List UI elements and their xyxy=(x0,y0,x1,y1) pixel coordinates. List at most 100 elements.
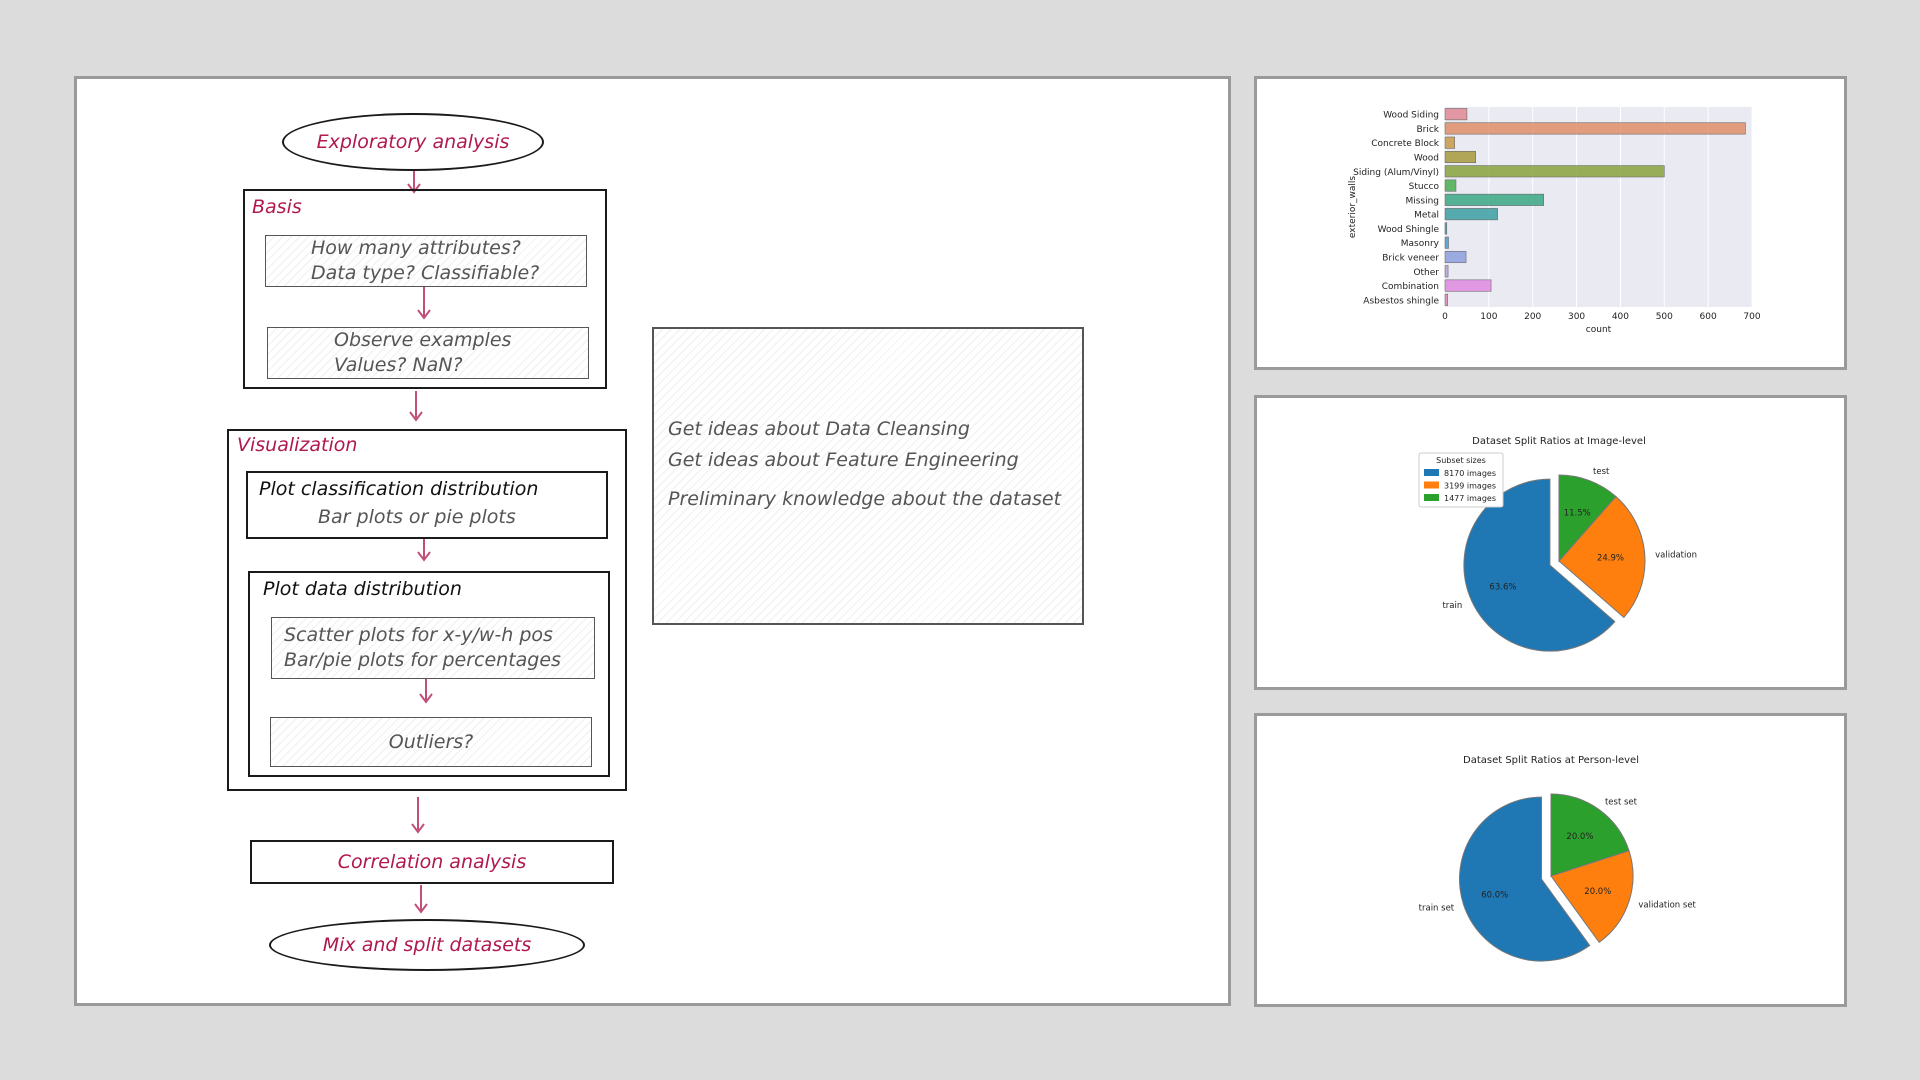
slice-label: test xyxy=(1593,467,1610,477)
start-label: Exploratory analysis xyxy=(316,131,510,153)
legend-swatch xyxy=(1424,469,1439,476)
basis-step1-line2: Data type? Classifiable? xyxy=(311,262,540,284)
basis-step-examples: Observe examples Values? NaN? xyxy=(267,327,589,379)
bar xyxy=(1444,136,1455,149)
y-tick-label: Concrete Block xyxy=(1371,139,1440,149)
visualization-group: Visualization Plot classification distri… xyxy=(227,429,627,791)
y-tick-label: Metal xyxy=(1414,211,1439,221)
pie-slice xyxy=(1463,478,1616,652)
end-label: Mix and split datasets xyxy=(322,934,532,956)
y-tick-label: Siding (Alum/Vinyl) xyxy=(1353,168,1439,178)
slice-percent-label: 11.5% xyxy=(1564,509,1591,519)
notes-line-2: Get ideas about Feature Engineering xyxy=(668,449,1019,471)
pie-slice xyxy=(1558,495,1646,619)
bar xyxy=(1444,122,1746,135)
x-tick-label: 200 xyxy=(1524,312,1541,322)
basis-step2-line1: Observe examples xyxy=(334,329,512,351)
bar xyxy=(1444,279,1492,292)
legend-swatch xyxy=(1424,481,1439,489)
y-tick-label: Masonry xyxy=(1401,239,1440,249)
visualization-title: Visualization xyxy=(237,434,358,456)
bar xyxy=(1444,179,1457,192)
x-tick-label: 0 xyxy=(1442,312,1448,322)
y-tick-label: Wood Shingle xyxy=(1378,225,1440,235)
slice-percent-label: 60.0% xyxy=(1481,890,1508,900)
person-level-pie-panel: Dataset Split Ratios at Person-level 60.0… xyxy=(1254,713,1847,1007)
basis-group: Basis How many attributes? Data type? Cl… xyxy=(243,189,607,389)
pie-slice xyxy=(1458,796,1591,962)
y-tick-label: Missing xyxy=(1405,196,1439,206)
basis-step2-line2: Values? NaN? xyxy=(334,354,463,376)
arrow-icon xyxy=(407,171,421,194)
y-tick-label: Asbestos shingle xyxy=(1363,296,1439,306)
arrow-icon xyxy=(411,797,425,834)
pie-slice xyxy=(1550,793,1630,877)
bar xyxy=(1444,293,1448,306)
end-node: Mix and split datasets xyxy=(269,919,585,971)
x-tick-label: 500 xyxy=(1656,312,1673,322)
slice-percent-label: 24.9% xyxy=(1597,554,1624,564)
classification-distribution-sub: Bar plots or pie plots xyxy=(318,506,516,528)
correlation-analysis-box: Correlation analysis xyxy=(250,840,614,884)
y-tick-label: Wood xyxy=(1414,154,1439,164)
slice-label: validation xyxy=(1655,551,1697,561)
classification-distribution-box: Plot classification distribution Bar plo… xyxy=(246,471,608,539)
y-axis-label: exterior_walls xyxy=(1348,176,1358,239)
arrow-icon xyxy=(409,391,423,422)
notes-line-1: Get ideas about Data Cleansing xyxy=(668,418,970,440)
bar xyxy=(1444,236,1449,249)
slice-label: train xyxy=(1442,601,1462,611)
bar xyxy=(1444,222,1448,235)
y-tick-label: Brick xyxy=(1416,125,1439,135)
bar xyxy=(1444,165,1665,178)
flowchart-panel: Exploratory analysis Basis How many attr… xyxy=(74,76,1231,1006)
classification-distribution-title: Plot classification distribution xyxy=(259,478,539,500)
arrow-icon xyxy=(419,679,433,704)
x-axis-label: count xyxy=(1586,325,1612,335)
outliers-box: Outliers? xyxy=(270,717,592,767)
basis-title: Basis xyxy=(252,196,302,218)
x-tick-label: 600 xyxy=(1700,312,1717,322)
legend-entry: 1477 images xyxy=(1444,494,1496,503)
y-tick-label: Stucco xyxy=(1409,182,1440,192)
bar xyxy=(1444,108,1468,121)
data-distribution-line1: Scatter plots for x-y/w-h pos xyxy=(284,624,553,646)
notes-box: Get ideas about Data Cleansing Get ideas… xyxy=(652,327,1084,625)
correlation-analysis-label: Correlation analysis xyxy=(337,851,527,873)
data-distribution-box: Plot data distribution Scatter plots for… xyxy=(248,571,610,777)
bar xyxy=(1444,250,1467,264)
y-tick-label: Other xyxy=(1413,268,1439,278)
chart-title: Dataset Split Ratios at Person-level xyxy=(1463,755,1639,766)
notes-line-3: Preliminary knowledge about the dataset xyxy=(668,488,1062,510)
data-distribution-line2: Bar/pie plots for percentages xyxy=(284,649,561,671)
basis-step1-line1: How many attributes? xyxy=(311,237,521,259)
person-level-pie-chart: Dataset Split Ratios at Person-level 60.0… xyxy=(1419,755,1697,962)
chart-title: Dataset Split Ratios at Image-level xyxy=(1472,436,1646,447)
legend-box xyxy=(1418,452,1504,508)
y-tick-label: Wood Siding xyxy=(1383,111,1439,121)
slice-label: test set xyxy=(1605,798,1638,808)
pie-slice xyxy=(1550,850,1634,944)
legend-swatch xyxy=(1424,494,1439,501)
slice-percent-label: 20.0% xyxy=(1584,887,1611,897)
arrow-icon xyxy=(417,287,431,320)
bar xyxy=(1444,265,1449,278)
bar xyxy=(1444,150,1477,164)
slice-percent-label: 20.0% xyxy=(1566,832,1593,842)
x-tick-label: 100 xyxy=(1480,312,1497,322)
data-distribution-title: Plot data distribution xyxy=(263,578,462,600)
y-tick-label: Brick veneer xyxy=(1382,254,1439,264)
plot-area xyxy=(1445,107,1752,307)
legend-entry: 8170 images xyxy=(1444,469,1496,478)
x-tick-label: 400 xyxy=(1612,312,1629,322)
bar xyxy=(1444,193,1544,206)
image-level-pie-chart: Dataset Split Ratios at Image-level63.6%… xyxy=(1418,436,1697,652)
slice-label: validation set xyxy=(1638,900,1696,910)
outliers-label: Outliers? xyxy=(388,731,474,753)
pie-slice xyxy=(1558,474,1617,563)
start-node: Exploratory analysis xyxy=(282,113,544,171)
x-tick-label: 300 xyxy=(1568,312,1585,322)
legend-title: Subset sizes xyxy=(1436,456,1486,465)
